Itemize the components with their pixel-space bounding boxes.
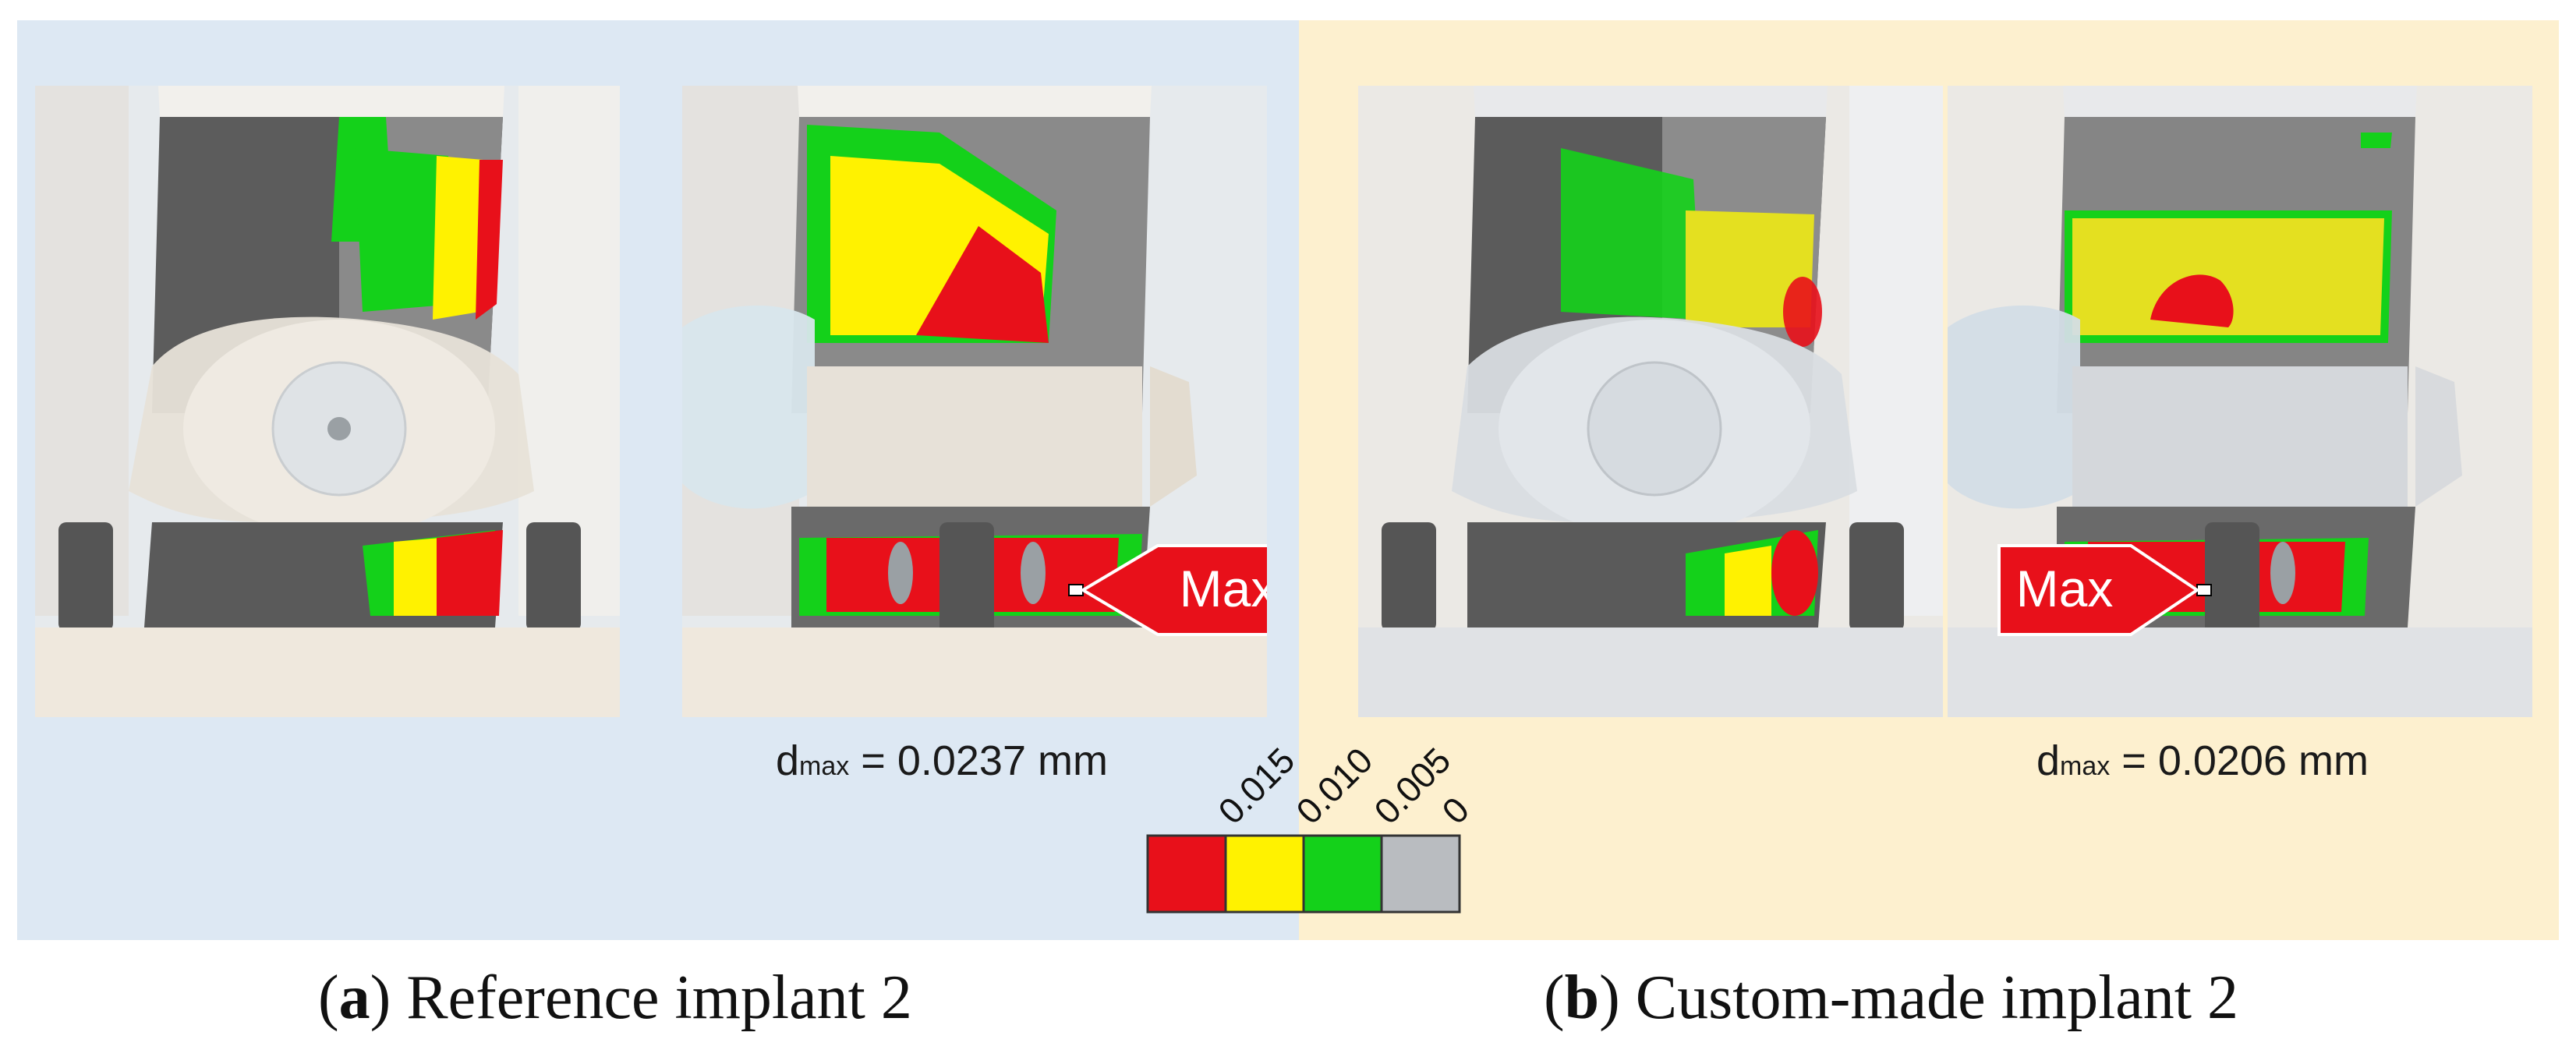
- max-marker-label: Max: [2016, 560, 2114, 617]
- dmax-custom: dmax = 0.0206 mm: [2036, 737, 2369, 785]
- caption-letter: a: [338, 963, 370, 1032]
- reference-side-high-region: [916, 226, 1049, 343]
- colorbar-tick: 0.015: [1210, 740, 1302, 832]
- caption-text: Reference implant 2: [391, 963, 912, 1032]
- custom-side-mid-region: [2072, 218, 2384, 335]
- reference-front-mid-region: [433, 156, 483, 320]
- custom-front-lower-high-region: [1771, 530, 1818, 616]
- caption-reference: (a) Reference implant 2: [318, 963, 912, 1032]
- dmax-subscript: max: [799, 751, 850, 781]
- colorbar-legend: 0.015 0.010 0.005 0: [1141, 740, 1477, 920]
- custom-front-mid-region: [1686, 210, 1814, 327]
- colorbar-bin-low: [1302, 834, 1383, 914]
- reference-implant-side-view: Max: [682, 86, 1267, 717]
- caption-text: Custom-made implant 2: [1619, 963, 2239, 1032]
- colorbar-tick: 0.005: [1366, 740, 1458, 832]
- custom-implant-side-view: Max: [1948, 86, 2532, 717]
- caption-letter: b: [1564, 963, 1600, 1032]
- dmax-symbol: d: [776, 737, 800, 784]
- reference-front-low-region: [355, 148, 456, 312]
- dmax-reference: dmax = 0.0237 mm: [776, 737, 1108, 785]
- reference-front-high-region: [476, 160, 503, 320]
- reference-implant-front-view: [35, 86, 620, 717]
- max-marker-reference: Max: [1068, 544, 1267, 636]
- custom-front-high-region: [1783, 277, 1822, 347]
- colorbar-bin-high: [1146, 834, 1227, 914]
- max-marker-custom: Max: [1997, 544, 2212, 636]
- custom-implant-front-view: [1358, 86, 1943, 717]
- custom-side-high-region: [2150, 274, 2234, 327]
- dmax-value: = 0.0237 mm: [849, 737, 1108, 784]
- dmax-value: = 0.0206 mm: [2110, 737, 2369, 784]
- dmax-symbol: d: [2036, 737, 2061, 784]
- max-marker-label: Max: [1180, 560, 1267, 617]
- dmax-subscript: max: [2060, 751, 2111, 781]
- reference-front-lower-high-region: [437, 530, 503, 616]
- colorbar-tick: 0.010: [1288, 740, 1380, 832]
- colorbar-bin-mid: [1224, 834, 1305, 914]
- colorbar-bin-none: [1380, 834, 1461, 914]
- caption-custom: (b) Custom-made implant 2: [1544, 963, 2239, 1032]
